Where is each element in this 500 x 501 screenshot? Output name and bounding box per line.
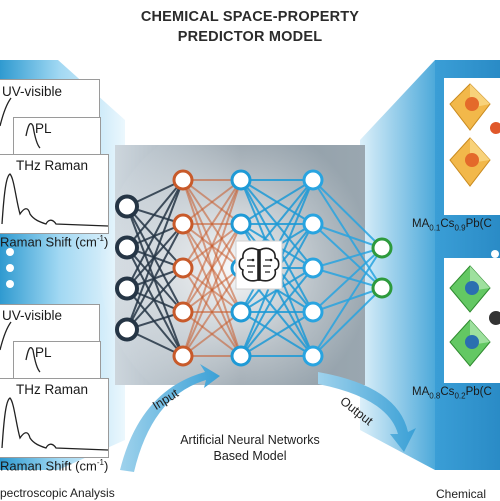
- network-node-hidden3: [302, 345, 324, 367]
- formula-bottom: MA0.8Cs0.2Pb(C: [412, 386, 492, 401]
- network-edge: [312, 223, 383, 249]
- network-node-hidden1: [172, 213, 194, 235]
- network-edge: [240, 223, 314, 357]
- network-edge: [312, 267, 383, 289]
- network-edge: [126, 246, 184, 313]
- network-edge: [312, 247, 383, 313]
- perovskite-structure-top: [444, 78, 500, 215]
- spectrum-curves-bottom: [0, 321, 109, 451]
- spectroscopic-analysis-caption: pectroscopic Analysis: [0, 486, 115, 500]
- network-node-hidden2: [230, 213, 252, 235]
- thz-raman-label-bottom: THz Raman: [16, 382, 89, 397]
- network-edge: [126, 179, 184, 330]
- network-edge: [312, 223, 383, 289]
- network-node-input: [115, 235, 139, 260]
- spectrum-curves-top: [0, 97, 109, 227]
- ann-caption-line1: Artificial Neural Networks: [180, 433, 320, 447]
- network-edge: [240, 179, 314, 225]
- uv-visible-label-top: UV-visible: [2, 84, 63, 99]
- network-edge: [126, 205, 184, 269]
- network-edge: [312, 179, 383, 249]
- ann-caption-line2: Based Model: [213, 449, 287, 463]
- network-edge: [126, 179, 184, 249]
- network-edge: [312, 179, 383, 289]
- input-arrow: [120, 364, 220, 472]
- ellipsis-dot: [491, 250, 499, 258]
- network-edge: [126, 206, 184, 313]
- network-edge: [182, 267, 242, 357]
- network-node-hidden2: [230, 345, 252, 367]
- network-edge: [182, 179, 242, 357]
- network-edge: [240, 267, 314, 357]
- network-edge: [126, 223, 184, 330]
- network-node-hidden3: [302, 213, 324, 235]
- formula-top: MA0.1Cs0.9Pb(C: [412, 218, 492, 233]
- spectrum-card-thz-raman-bottom: [0, 378, 109, 458]
- network-node-hidden3: [302, 257, 324, 279]
- chemical-caption: Chemical: [436, 487, 487, 501]
- network-node-input: [115, 276, 139, 301]
- uv-visible-label-bottom: UV-visible: [2, 308, 63, 323]
- perovskite-structure-bottom: [444, 258, 500, 383]
- network-edge: [126, 179, 184, 289]
- network-node-hidden2: [230, 301, 252, 323]
- network-edge: [182, 179, 242, 225]
- network-edge: [182, 223, 242, 357]
- network-edge: [240, 311, 314, 357]
- thz-raman-label-top: THz Raman: [16, 158, 89, 173]
- network-node-input: [115, 194, 139, 219]
- network-nodes: [115, 169, 393, 367]
- network-node-output: [371, 277, 393, 299]
- right-funnel: [360, 60, 435, 470]
- network-edge: [312, 247, 383, 269]
- output-arrow: [318, 372, 416, 452]
- network-node-hidden1: [172, 257, 194, 279]
- network-edge: [182, 179, 242, 269]
- network-edge: [312, 247, 383, 357]
- pl-label-top: PL: [35, 121, 52, 136]
- network-edge: [126, 267, 184, 331]
- network-node-hidden1: [172, 345, 194, 367]
- spectrum-card-thz-raman-top: [0, 154, 109, 234]
- network-node-hidden3: [302, 301, 324, 323]
- raman-axis-label-top: Raman Shift (cm-1): [0, 234, 109, 250]
- network-node-hidden3: [302, 169, 324, 191]
- network-connections: [126, 179, 383, 357]
- network-edge: [126, 287, 184, 357]
- network-edge: [126, 247, 184, 357]
- network-node-hidden2: [230, 169, 252, 191]
- network-node-hidden1: [172, 169, 194, 191]
- network-edge: [312, 287, 383, 313]
- network-node-hidden1: [172, 301, 194, 323]
- diagram-title-line1: CHEMICAL SPACE-PROPERTY: [140, 9, 360, 25]
- diagram-title-line2: PREDICTOR MODEL: [177, 29, 323, 45]
- network-edge: [312, 287, 383, 357]
- raman-axis-label-bottom: Raman Shift (cm-1): [0, 458, 109, 474]
- network-node-input: [115, 317, 139, 342]
- network-edge: [182, 311, 242, 357]
- brain-chip-icon: [235, 240, 283, 290]
- network-node-output: [371, 237, 393, 259]
- pl-label-bottom: PL: [35, 345, 52, 360]
- ellipsis-dot: [6, 248, 14, 256]
- ellipsis-dot: [6, 280, 14, 288]
- network-edge: [182, 179, 242, 313]
- ellipsis-dot: [6, 264, 14, 272]
